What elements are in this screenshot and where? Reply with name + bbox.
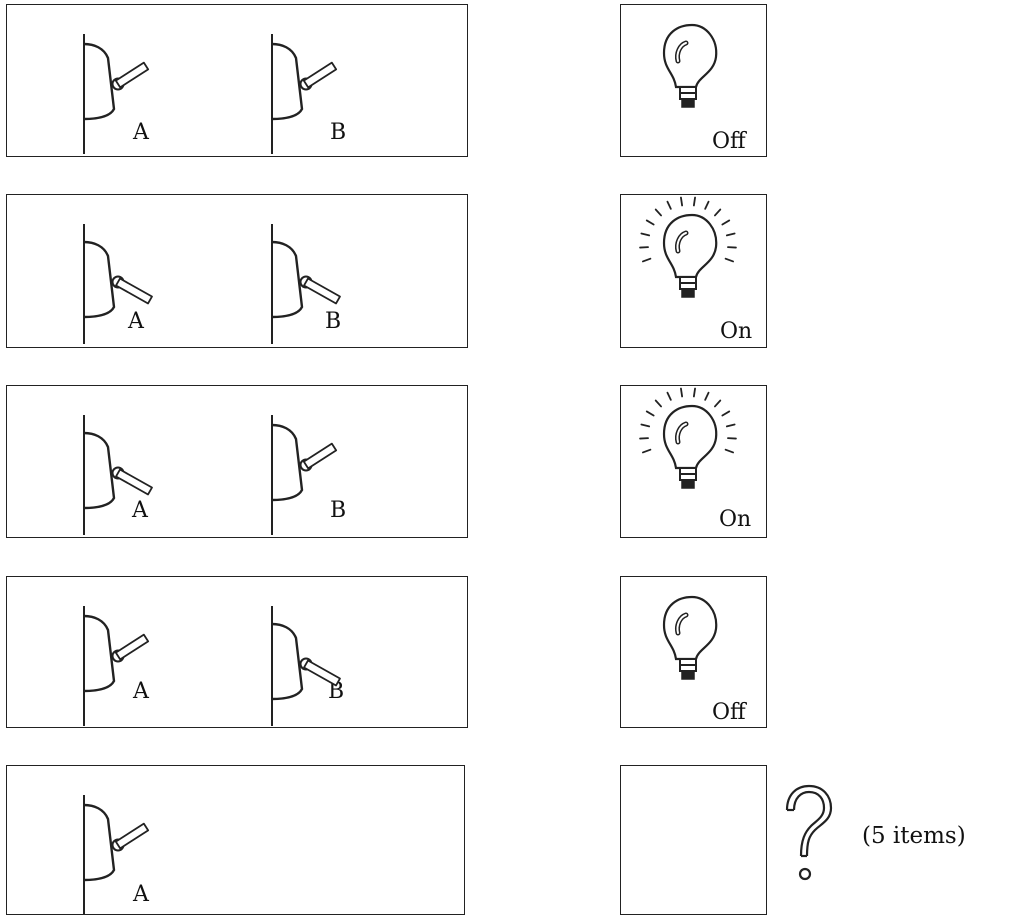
toggle-switch-icon bbox=[83, 606, 150, 726]
switch-label: A bbox=[133, 120, 149, 145]
toggle-switch-icon bbox=[83, 34, 150, 154]
toggle-switch-icon bbox=[271, 224, 341, 344]
toggle-switch-icon bbox=[83, 795, 150, 915]
bulb-status-label: On bbox=[719, 507, 752, 532]
bulb-panel-5 bbox=[620, 765, 767, 915]
toggle-switch-icon bbox=[271, 34, 338, 154]
switch-label: A bbox=[133, 679, 149, 704]
switch-label: B bbox=[330, 120, 347, 145]
toggle-switch-icon bbox=[271, 415, 338, 535]
bulb-status-label: Off bbox=[712, 129, 746, 154]
item-count-note: (5 items) bbox=[862, 823, 966, 849]
switch-label: A bbox=[132, 498, 148, 523]
switch-panel-5 bbox=[6, 765, 465, 915]
switch-label: B bbox=[330, 498, 347, 523]
question-mark-icon bbox=[785, 784, 833, 881]
unlit-bulb-icon bbox=[662, 23, 718, 108]
switch-label: B bbox=[328, 679, 345, 704]
lit-bulb-icon bbox=[639, 196, 737, 298]
unlit-bulb-icon bbox=[662, 595, 718, 680]
switch-label: A bbox=[128, 309, 144, 334]
toggle-switch-icon bbox=[83, 415, 153, 535]
bulb-status-label: On bbox=[720, 319, 753, 344]
switch-label: B bbox=[325, 309, 342, 334]
toggle-switch-icon bbox=[83, 224, 153, 344]
switch-label: A bbox=[133, 882, 149, 907]
bulb-status-label: Off bbox=[712, 700, 746, 725]
lit-bulb-icon bbox=[639, 387, 737, 489]
toggle-switch-icon bbox=[271, 606, 341, 726]
